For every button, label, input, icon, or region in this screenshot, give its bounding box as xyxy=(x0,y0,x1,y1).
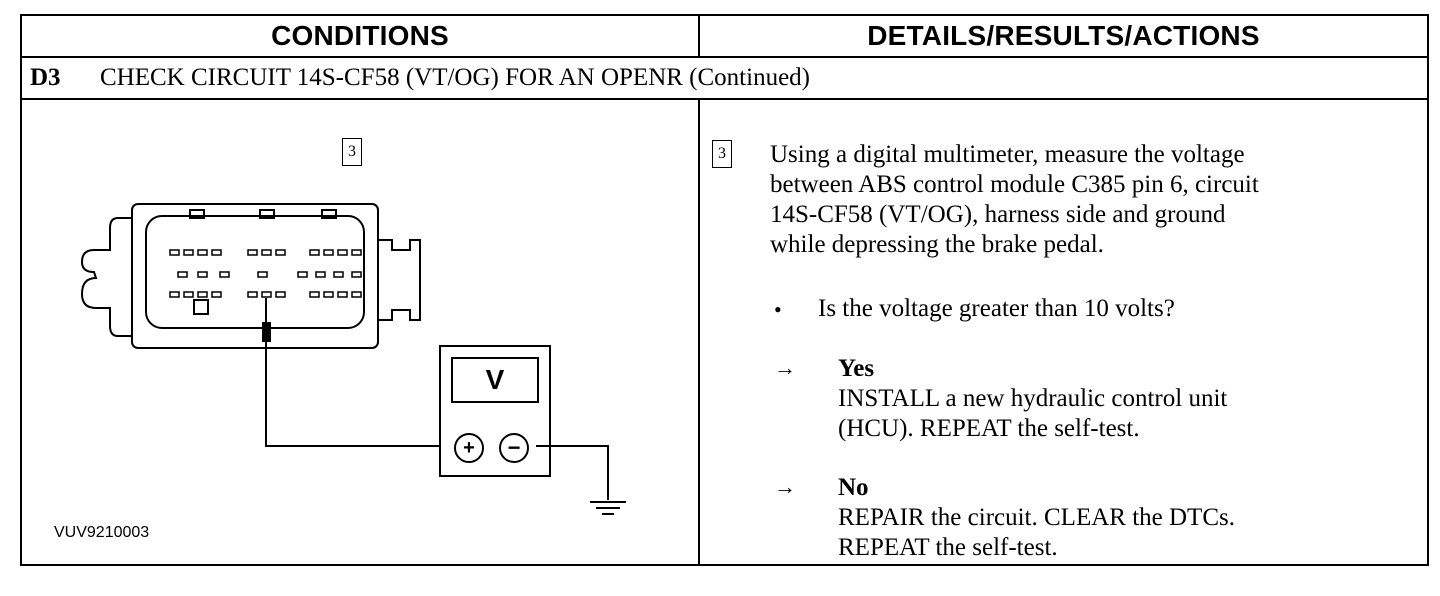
probe-tip xyxy=(262,322,271,342)
positive-terminal xyxy=(454,433,484,463)
connector-meter-diagram xyxy=(80,203,626,515)
step-id: D3 xyxy=(30,64,61,91)
details-header: DETAILS/RESULTS/ACTIONS xyxy=(700,16,1427,58)
plus-label: + xyxy=(463,436,475,459)
conditions-cell: 3 xyxy=(22,100,700,564)
yes-branch: Yes INSTALL a new hydraulic control unit… xyxy=(838,355,1228,442)
diagnostic-table: CONDITIONS DETAILS/RESULTS/ACTIONS D3 CH… xyxy=(20,14,1429,566)
details-step-box: 3 xyxy=(712,140,732,168)
connector-inner xyxy=(145,215,365,329)
bullet-icon: • xyxy=(774,297,782,322)
connector-right-latch xyxy=(378,239,421,321)
figure-id: VUV9210003 xyxy=(54,524,150,541)
ground-lead-wire xyxy=(536,445,609,500)
step-title: CHECK CIRCUIT 14S-CF58 (VT/OG) FOR AN OP… xyxy=(100,64,810,91)
step-row: D3 CHECK CIRCUIT 14S-CF58 (VT/OG) FOR AN… xyxy=(22,58,1427,100)
arrow-right-icon: → xyxy=(774,474,796,499)
details-cell: 3 Using a digital multimeter, measure th… xyxy=(700,100,1427,564)
no-label: No xyxy=(838,474,869,501)
meter-reading-label: V xyxy=(485,364,505,395)
connector-body xyxy=(131,203,379,349)
yes-label: Yes xyxy=(838,355,875,382)
connector-left-latch xyxy=(80,217,132,337)
figure-step-box: 3 xyxy=(342,138,362,166)
minus-label: − xyxy=(507,435,521,460)
positive-lead-wire xyxy=(265,342,440,447)
ground-icon xyxy=(590,501,626,515)
multimeter-display xyxy=(451,357,539,403)
negative-terminal xyxy=(499,433,529,463)
connector-pins xyxy=(169,249,362,298)
question-text: Is the voltage greater than 10 volts? xyxy=(818,295,1175,322)
arrow-right-icon: → xyxy=(774,355,796,380)
instruction-text: Using a digital multimeter, measure the … xyxy=(770,141,1259,258)
multimeter-body xyxy=(439,345,551,477)
no-branch: No REPAIR the circuit. CLEAR the DTCs. R… xyxy=(838,474,1235,561)
conditions-header: CONDITIONS xyxy=(22,16,700,58)
